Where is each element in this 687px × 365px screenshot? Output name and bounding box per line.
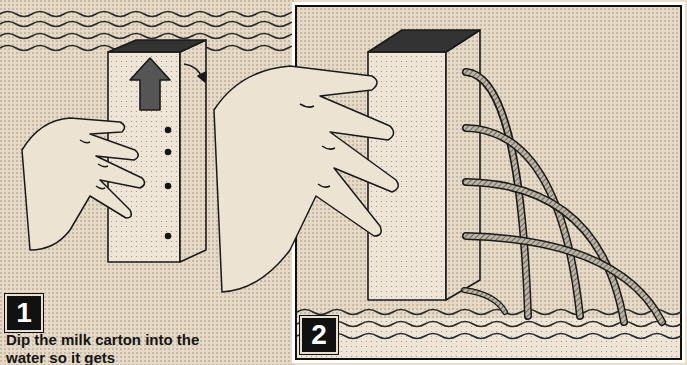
water-streams-part bbox=[466, 236, 662, 322]
milk-carton-one-part bbox=[198, 72, 206, 82]
hand-one bbox=[22, 118, 145, 250]
step-number-box: 1 bbox=[5, 294, 43, 332]
step-number: 2 bbox=[311, 319, 327, 351]
panel-two-frame-part bbox=[292, 2, 685, 363]
hand-two bbox=[214, 66, 398, 292]
water-waves-part bbox=[0, 22, 304, 27]
hand-two-part bbox=[300, 104, 335, 187]
water-streams-part bbox=[466, 72, 528, 316]
water-streams-part bbox=[466, 182, 624, 322]
water-streams-part bbox=[464, 290, 505, 312]
hand-two-part bbox=[214, 66, 398, 292]
water-streams-part bbox=[466, 128, 580, 316]
step-number: 1 bbox=[16, 297, 32, 329]
water-surface-two-part-part bbox=[297, 334, 681, 339]
step-number-box: 2 bbox=[300, 316, 338, 354]
water-streams-part bbox=[464, 290, 505, 312]
water-streams-part bbox=[466, 182, 624, 322]
panel-two-frame-part bbox=[296, 6, 681, 359]
milk-carton-one-part bbox=[130, 58, 170, 110]
water-streams-part bbox=[466, 128, 580, 316]
water-waves-part bbox=[0, 12, 304, 17]
milk-carton-one-part bbox=[108, 40, 206, 52]
milk-carton-one-part bbox=[180, 40, 206, 262]
milk-carton-one-part bbox=[166, 234, 171, 239]
caption-text: Dip the milk carton into the water so it… bbox=[6, 331, 206, 365]
water-streams bbox=[464, 72, 662, 322]
water-streams-part bbox=[466, 72, 528, 316]
milk-carton-one-part bbox=[166, 184, 171, 189]
hand-one-part bbox=[22, 118, 145, 250]
milk-carton-one-part bbox=[166, 128, 171, 133]
milk-carton-one-part bbox=[166, 150, 171, 155]
water-streams-part bbox=[466, 236, 662, 322]
water-waves-part bbox=[0, 34, 304, 39]
panel-two-frame bbox=[292, 2, 685, 363]
hand-one-part bbox=[80, 140, 108, 189]
milk-carton-two-part bbox=[368, 30, 480, 52]
